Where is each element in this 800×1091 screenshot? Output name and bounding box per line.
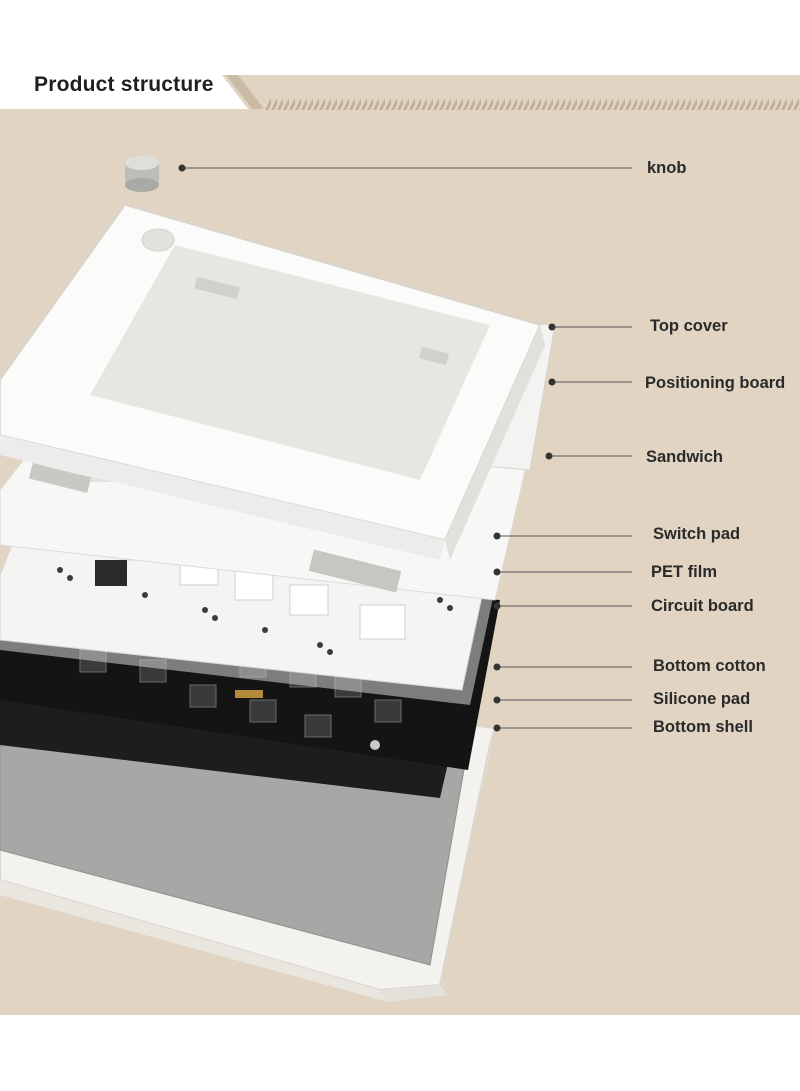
knob-part <box>125 156 159 192</box>
label-knob: knob <box>647 159 687 177</box>
callout-dot-knob <box>178 164 186 172</box>
callout-dot-bottom-shell <box>493 724 501 732</box>
title-tab <box>0 75 248 109</box>
header-hatch-divider <box>265 98 800 110</box>
label-sandwich: Sandwich <box>646 448 724 466</box>
label-pet-film: PET film <box>651 563 718 581</box>
callout-dot-sandwich <box>545 452 553 460</box>
label-top-cover: Top cover <box>650 317 728 335</box>
exploded-keyboard-diagram <box>0 156 632 1002</box>
callout-dot-switch-pad <box>493 532 501 540</box>
callout-lines <box>182 167 632 729</box>
label-bottom-cotton: Bottom cotton <box>653 657 766 675</box>
label-positioning-board: Positioning board <box>645 374 786 392</box>
callout-dot-pet-film <box>493 568 501 576</box>
callout-dot-silicone-pad <box>493 696 501 704</box>
label-switch-pad: Switch pad <box>653 525 741 543</box>
top-cover-part <box>0 204 545 593</box>
label-circuit-board: Circuit board <box>651 597 754 615</box>
label-silicone-pad: Silicone pad <box>653 690 751 708</box>
callout-dots <box>178 164 556 732</box>
callout-dot-bottom-cotton <box>493 663 501 671</box>
label-bottom-shell: Bottom shell <box>653 718 753 736</box>
callout-dot-circuit-board <box>493 602 501 610</box>
callout-dot-positioning-board <box>548 378 556 386</box>
callout-dot-top-cover <box>548 323 556 331</box>
page-title: Product structure <box>34 73 214 96</box>
